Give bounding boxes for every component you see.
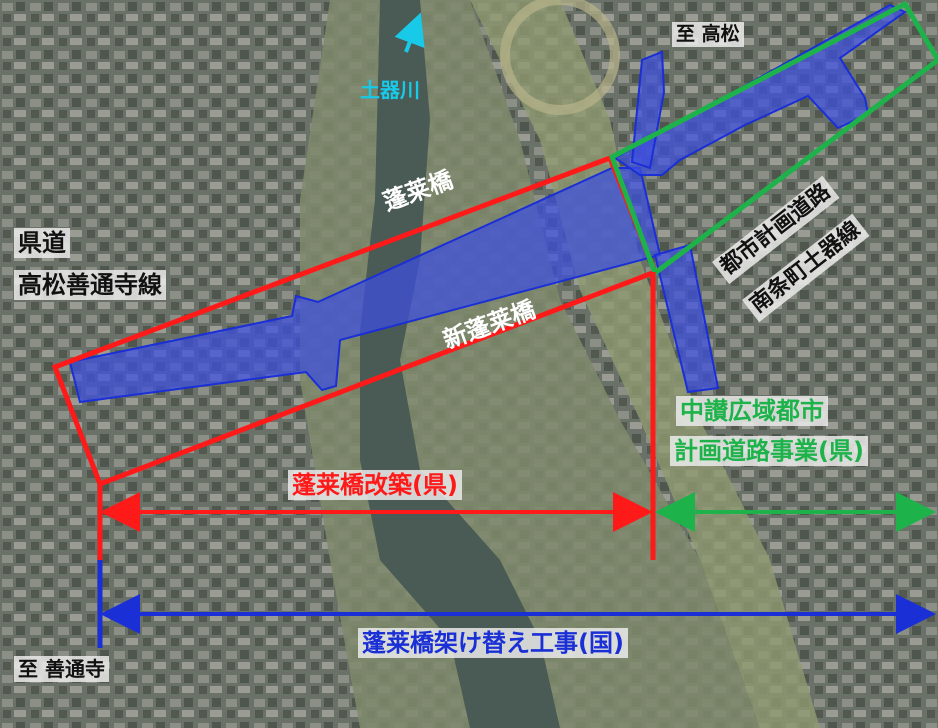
track-field	[500, 0, 620, 115]
river-water	[360, 0, 560, 728]
prefecture-project-label: 蓬莱橋改築(県)	[288, 470, 462, 500]
road-takamatsu	[613, 3, 907, 176]
to-takamatsu-label: 至 高松	[672, 22, 744, 47]
prefectural-road-label-2: 高松善通寺線	[14, 270, 166, 300]
road-south-spur	[653, 243, 720, 394]
river-name-label: 土器川	[360, 78, 420, 102]
prefectural-road-label-1: 県道	[14, 228, 70, 258]
river-bank-green	[470, 0, 820, 728]
chusan-project-label-2: 計画道路事業(県)	[670, 436, 868, 466]
road-north-spur	[630, 50, 666, 170]
to-zentsuji-label: 至 善通寺	[14, 656, 109, 682]
chusan-project-label-1: 中讃広域都市	[676, 396, 828, 426]
river-flow-arrow	[394, 12, 425, 53]
national-project-label: 蓬莱橋架け替え工事(国)	[358, 628, 628, 658]
city-road-outline	[608, 0, 938, 278]
